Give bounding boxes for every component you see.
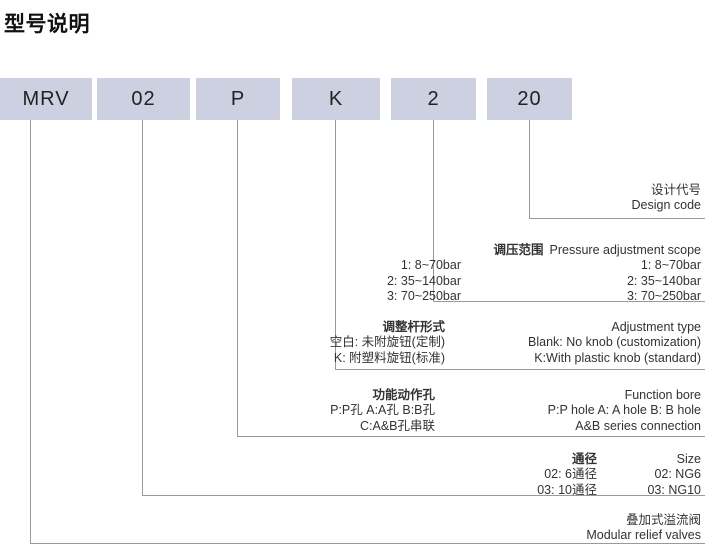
annotation-design-code-head-en: Design code [631, 198, 702, 213]
leader-vline-adjustment-type [335, 120, 336, 369]
annotation-function-row-1-en: P:P hole A: A hole B: B hole [547, 403, 701, 418]
annotation-pressure-row-1-en: 1: 8~70bar [640, 258, 701, 273]
annotation-design-code-head-cn: 设计代号 [650, 183, 701, 197]
leader-vline-pressure-scope [433, 120, 434, 301]
code-box-design-code-value: 20 [517, 87, 542, 110]
annotation-adjustment-row-2: K: 附塑料旋钮(标准) K:With plastic knob (standar… [181, 351, 701, 366]
annotation-size-row-1-cn: 02: 6通径 [544, 467, 597, 482]
annotation-size-row-1-en: 02: NG6 [654, 467, 701, 482]
annotation-size-head-cn: 通径 [571, 452, 597, 466]
annotation-adjustment-row-1-cn: 空白: 未附旋钮(定制) [329, 335, 445, 350]
leader-vline-function-bore [237, 120, 238, 436]
annotation-adjustment-row-1: 空白: 未附旋钮(定制) Blank: No knob (customizatio… [181, 335, 701, 350]
annotation-size-row-2-cn: 03: 10通径 [537, 482, 597, 497]
annotation-pressure-head: 调压范围 Pressure adjustment scope [281, 243, 701, 258]
code-box-pressure-scope: 2 [391, 78, 476, 120]
code-box-size: 02 [97, 78, 190, 120]
annotation-pressure-row-2-en: 2: 35~140bar [626, 273, 701, 288]
annotation-size-head: 通径 Size [341, 452, 701, 467]
annotation-adjustment-head-cn: 调整杆形式 [382, 320, 445, 334]
annotation-adjustment-type: 调整杆形式 Adjustment type 空白: 未附旋钮(定制) Blank: … [181, 320, 701, 366]
annotation-function-row-1-cn: P:P孔 A:A孔 B:B孔 [330, 403, 435, 418]
annotation-pressure-row-3: 3: 70~250bar 3: 70~250bar [281, 289, 701, 304]
annotation-series: 叠加式溢流阀 Modular relief valves [301, 513, 701, 544]
annotation-adjustment-row-1-en: Blank: No knob (customization) [528, 335, 701, 350]
code-box-function-bore-value: P [230, 87, 246, 110]
annotation-pressure-row-3-cn: 3: 70~250bar [386, 288, 461, 303]
annotation-series-head-en: Modular relief valves [586, 528, 701, 543]
annotation-function-row-2: C:A&B孔串联 A&B series connection [141, 419, 701, 434]
leader-hline-size [142, 495, 705, 496]
annotation-pressure-row-2-cn: 2: 35~140bar [386, 273, 461, 288]
leader-hline-function-bore [237, 436, 705, 437]
annotation-design-code: 设计代号 Design code [361, 183, 702, 214]
annotation-adjustment-head: 调整杆形式 Adjustment type [181, 320, 701, 335]
code-box-design-code: 20 [487, 78, 572, 120]
annotation-function-head-en: Function bore [624, 388, 701, 402]
annotation-pressure-head-cn: 调压范围 [493, 243, 544, 257]
annotation-pressure-row-2: 2: 35~140bar 2: 35~140bar [281, 274, 701, 289]
annotation-function-bore: 功能动作孔 Function bore P:P孔 A:A孔 B:B孔 P:P hol… [141, 388, 701, 434]
leader-hline-series [30, 543, 705, 544]
leader-hline-design-code [529, 218, 705, 219]
annotation-size-row-2: 03: 10通径 03: NG10 [341, 483, 701, 498]
code-box-function-bore: P [196, 78, 280, 120]
annotation-pressure-head-en: Pressure adjustment scope [549, 243, 701, 257]
annotation-pressure-row-1: 1: 8~70bar 1: 8~70bar [281, 258, 701, 273]
annotation-adjustment-row-2-en: K:With plastic knob (standard) [534, 350, 701, 365]
leader-vline-series [30, 120, 31, 543]
annotation-function-row-1: P:P孔 A:A孔 B:B孔 P:P hole A: A hole B: B ho… [141, 403, 701, 418]
annotation-function-head-cn: 功能动作孔 [372, 388, 435, 402]
code-box-size-value: 02 [131, 87, 156, 110]
annotation-size: 通径 Size 02: 6通径 02: NG6 03: 10通径 03: NG10 [341, 452, 701, 498]
annotation-adjustment-row-2-cn: K: 附塑料旋钮(标准) [333, 350, 445, 365]
code-box-adjustment-type: K [292, 78, 380, 120]
annotation-function-row-2-en: A&B series connection [575, 418, 701, 433]
annotation-function-row-2-cn: C:A&B孔串联 [359, 418, 435, 433]
annotation-size-row-2-en: 03: NG10 [647, 482, 701, 497]
annotation-series-head-cn: 叠加式溢流阀 [625, 513, 701, 527]
code-box-adjustment-type-value: K [328, 87, 344, 110]
leader-vline-size [142, 120, 143, 495]
annotation-adjustment-head-en: Adjustment type [611, 320, 701, 334]
annotation-pressure-adjustment-scope: 调压范围 Pressure adjustment scope 1: 8~70bar… [281, 243, 701, 304]
annotation-function-head: 功能动作孔 Function bore [141, 388, 701, 403]
annotation-pressure-row-1-cn: 1: 8~70bar [400, 258, 461, 273]
leader-hline-adjustment-type [335, 369, 705, 370]
leader-hline-pressure-scope [433, 301, 705, 302]
code-box-series-value: MRV [22, 87, 70, 110]
leader-vline-design-code [529, 120, 530, 218]
code-box-pressure-scope-value: 2 [427, 87, 440, 110]
annotation-size-row-1: 02: 6通径 02: NG6 [341, 467, 701, 482]
annotation-pressure-row-3-en: 3: 70~250bar [626, 288, 701, 303]
page-title: 型号说明 [4, 13, 90, 36]
annotation-size-head-en: Size [676, 452, 701, 466]
code-box-series: MRV [0, 78, 92, 120]
